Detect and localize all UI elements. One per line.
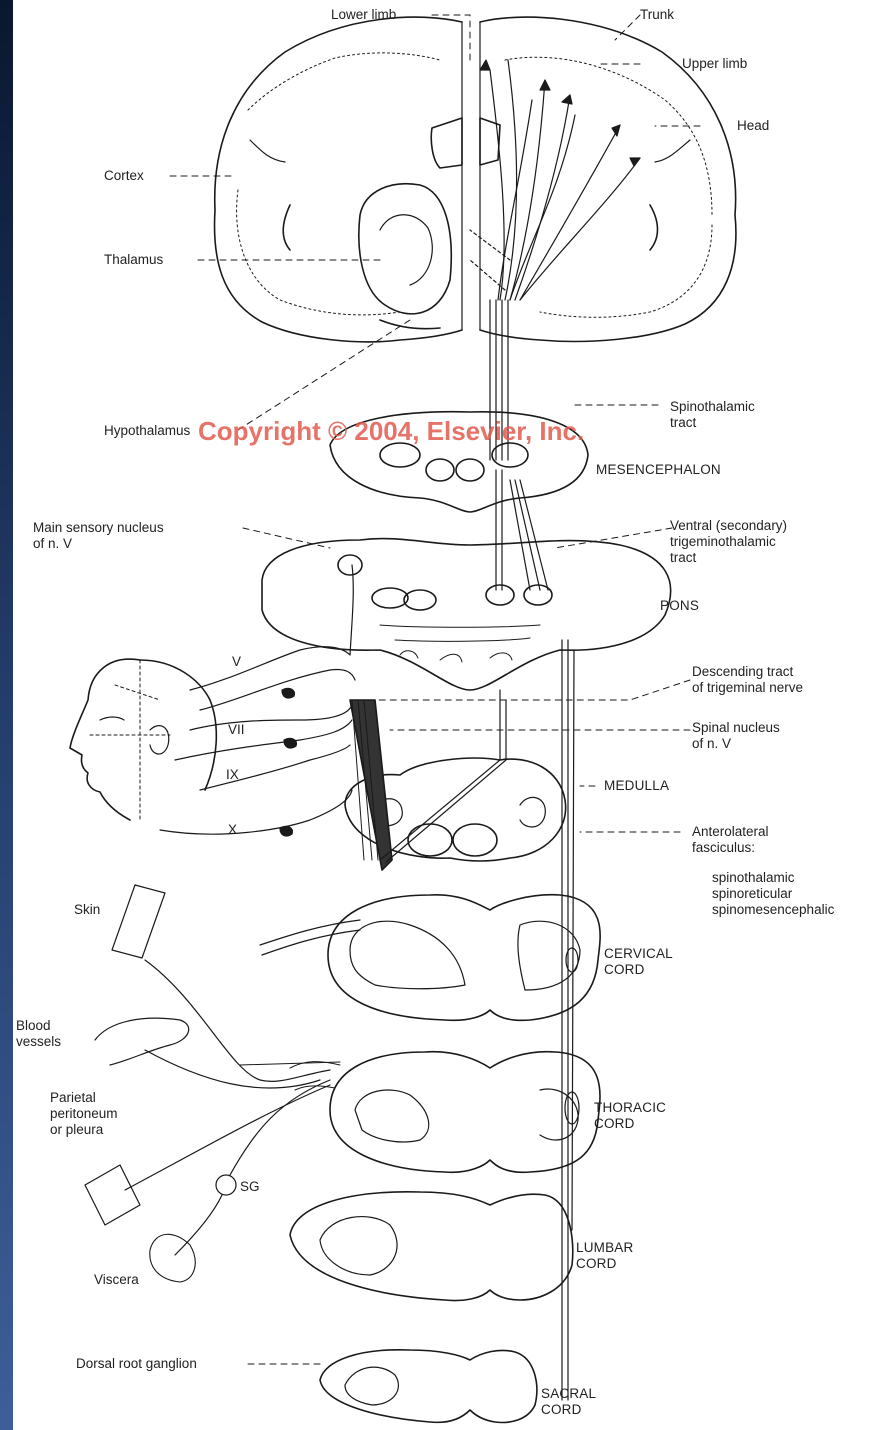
label-lumbar-cord: LUMBAR CORD — [576, 1240, 633, 1272]
label-blood-vessels: Blood vessels — [16, 1018, 61, 1050]
label-nerve-vii: VII — [228, 722, 245, 738]
label-skin: Skin — [74, 902, 100, 918]
label-hypothalamus: Hypothalamus — [104, 423, 190, 439]
copyright-watermark: Copyright © 2004, Elsevier, Inc. — [198, 416, 584, 447]
label-fasciculus-components: spinothalamic spinoreticular spinomesenc… — [692, 870, 834, 918]
label-nerve-x: X — [228, 822, 237, 838]
label-sacral-cord: SACRAL CORD — [541, 1386, 596, 1418]
label-cortex: Cortex — [104, 168, 144, 184]
peripheral-afferents — [85, 885, 360, 1282]
label-pons: PONS — [660, 598, 699, 614]
label-anterolateral-fasciculus: Anterolateral fasciculus: — [692, 824, 769, 856]
label-leader-lines — [170, 15, 700, 1364]
brain-coronal-section — [215, 17, 736, 342]
label-mesencephalon: MESENCEPHALON — [596, 462, 721, 478]
thoracic-cord-section — [330, 1052, 600, 1173]
label-spinothalamic-tract: Spinothalamic tract — [670, 399, 755, 431]
label-viscera: Viscera — [94, 1272, 139, 1288]
pons-section — [262, 539, 671, 690]
cranial-nerves — [160, 565, 355, 836]
label-nerve-ix: IX — [226, 767, 239, 783]
label-parietal-peritoneum: Parietal peritoneum or pleura — [50, 1090, 118, 1138]
label-head: Head — [737, 118, 769, 134]
label-cervical-cord: CERVICAL CORD — [604, 946, 673, 978]
label-trunk: Trunk — [640, 7, 674, 23]
lumbar-cord-section — [290, 1192, 573, 1301]
label-dorsal-root-ganglion: Dorsal root ganglion — [76, 1356, 197, 1372]
thalamocortical-fibers — [470, 60, 640, 300]
label-main-sensory-nucleus: Main sensory nucleus of n. V — [33, 520, 164, 552]
label-thoracic-cord: THORACIC CORD — [594, 1100, 666, 1132]
medulla-section — [345, 700, 566, 870]
sacral-cord-section — [320, 1350, 537, 1423]
label-spinal-nucleus: Spinal nucleus of n. V — [692, 720, 780, 752]
cervical-cord-section — [328, 895, 600, 1021]
label-upper-limb: Upper limb — [682, 56, 747, 72]
label-nerve-v: V — [232, 654, 241, 670]
head-profile — [70, 659, 216, 820]
label-sg: SG — [240, 1179, 260, 1195]
label-ventral-trigeminothalamic-tract: Ventral (secondary) trigeminothalamic tr… — [670, 518, 787, 566]
label-descending-tract: Descending tract of trigeminal nerve — [692, 664, 803, 696]
label-lower-limb: Lower limb — [331, 7, 396, 23]
label-medulla: MEDULLA — [604, 778, 669, 794]
label-thalamus: Thalamus — [104, 252, 163, 268]
